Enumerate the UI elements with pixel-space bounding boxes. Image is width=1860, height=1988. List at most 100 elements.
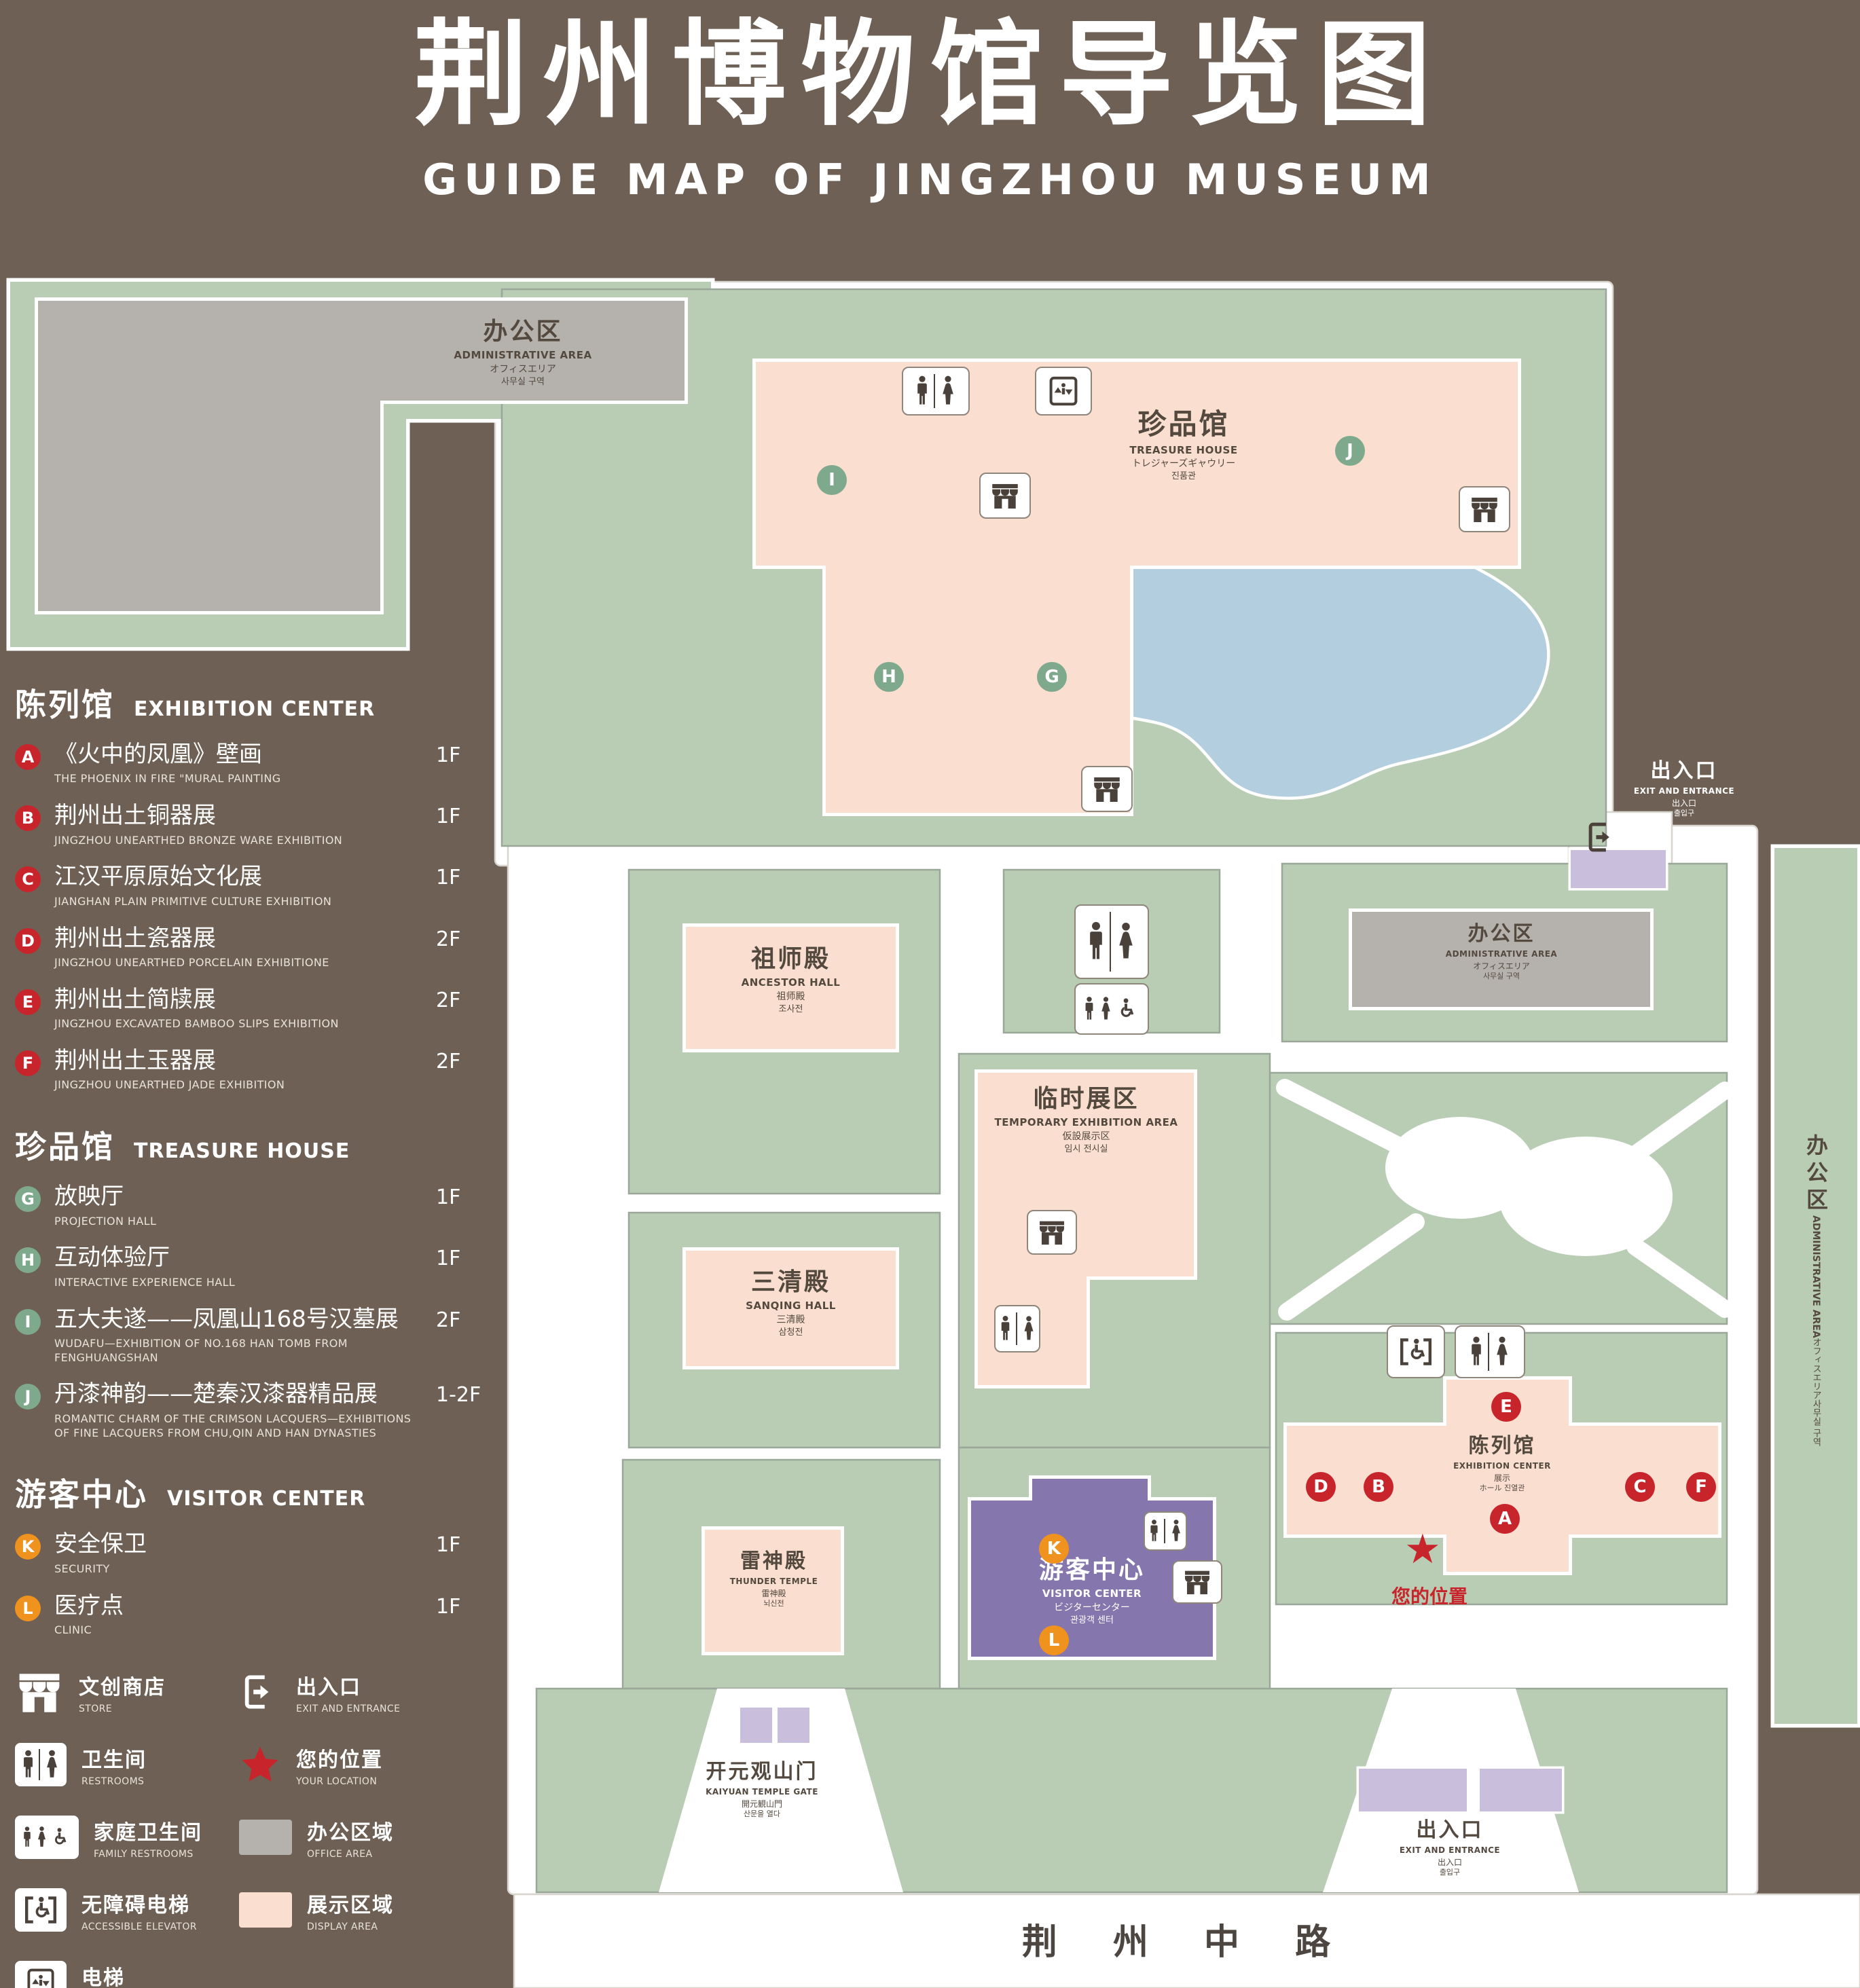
legend-item: D 荆州出土瓷器展 JINGZHOU UNEARTHED PORCELAIN E… [15, 924, 501, 970]
symbol-label-en: FAMILY RESTROOMS [94, 1848, 194, 1860]
man-icon [1150, 1520, 1158, 1541]
marker-I: I [817, 465, 847, 495]
item-letter-badge: B [15, 805, 41, 832]
symbol-label-zh: 展示区域 [307, 1893, 394, 1917]
section-title-en: TREASURE HOUSE [134, 1139, 350, 1164]
ancestor-hall-building [682, 923, 899, 1052]
item-name-en: JINGZHOU EXCAVATED BAMBOO SLIPS EXHIBITI… [54, 1017, 339, 1031]
item-letter-badge: A [15, 744, 41, 770]
treasure-house-building [752, 358, 1521, 816]
section-title-zh: 陈列馆 [15, 686, 115, 723]
item-letter-badge: K [15, 1534, 41, 1560]
display-area-swatch [239, 1892, 292, 1928]
item-name-zh: 《火中的凤凰》壁画 [54, 741, 262, 768]
section-title-en: EXHIBITION CENTER [134, 697, 376, 721]
man-icon [1090, 921, 1102, 959]
symbol-label-zh: 卫生间 [81, 1748, 147, 1772]
garden-path [1621, 1082, 1734, 1167]
exit-icon-top-right [1584, 819, 1620, 855]
item-floor: 1F [436, 1247, 461, 1271]
gate-kiosk-right [775, 1705, 812, 1746]
gate-opening [659, 1689, 903, 1892]
woman-icon [1101, 997, 1110, 1020]
garden-path [1626, 1238, 1734, 1318]
item-name-zh: 五大夫遂——凤凰山168号汉墓展 [54, 1305, 399, 1333]
location-star-icon [242, 1746, 278, 1782]
legend-item: B 荆州出土铜器展 JINGZHOU UNEARTHED BRONZE WARE… [15, 803, 501, 847]
divider [1163, 1519, 1165, 1543]
legend-item: K 安全保卫 SECURITY 1F [15, 1532, 501, 1576]
marker-J: J [1335, 436, 1365, 466]
item-name-en: INTERACTIVE EXPERIENCE HALL [54, 1275, 236, 1289]
item-letter-badge: C [15, 866, 41, 893]
item-letter-badge: E [15, 989, 41, 1015]
exit-building-bottom-b [1477, 1766, 1565, 1814]
item-name-en: JIANGHAN PLAIN PRIMITIVE CULTURE EXHIBIT… [54, 894, 332, 908]
symbol-label-en: DISPLAY AREA [307, 1921, 378, 1932]
label-admin-strip: 办公区 ADMINISTRATIVE AREA オフィスエリア 사무실 구역 [1803, 1133, 1829, 1447]
page-title: 荆州博物馆导览图 [414, 8, 1446, 141]
page-subtitle: GUIDE MAP OF JINGZHOU MUSEUM [422, 155, 1438, 204]
symbol-restrooms: 卫生间 RESTROOMS [15, 1743, 239, 1787]
accessible-elevator-icon [1397, 1336, 1435, 1368]
man-icon [1085, 997, 1093, 1020]
elevator-icon [1049, 376, 1078, 406]
item-name-en: WUDAFU—EXHIBITION OF NO.168 HAN TOMB FRO… [54, 1336, 348, 1364]
item-name-zh: 荆州出土瓷器展 [54, 924, 216, 952]
garden-pond-path [1499, 1137, 1673, 1256]
section-title-zh: 游客中心 [15, 1476, 148, 1513]
symbol-elevator: 电梯 Elevator [15, 1961, 239, 1988]
exit-building-top-right [1568, 847, 1668, 891]
store-box-visitor [1172, 1560, 1222, 1604]
item-floor: 2F [436, 1308, 461, 1332]
item-name-en: SECURITY [54, 1562, 110, 1575]
restroom-box-treasure [902, 367, 970, 416]
elevator-icon [27, 1969, 54, 1988]
symbol-accessible-elevator: 无障碍电梯 ACCESSIBLE ELEVATOR [15, 1888, 239, 1932]
legend-item: I 五大夫遂——凤凰山168号汉墓展 WUDAFU—EXHIBITION OF … [15, 1305, 501, 1365]
legend-section-exhibition-heading: 陈列馆 EXHIBITION CENTER [15, 680, 501, 725]
elevator-box-treasure [1035, 367, 1092, 416]
marker-E: E [1491, 1392, 1521, 1422]
item-name-zh: 荆州出土玉器展 [54, 1046, 216, 1074]
store-box-treasure-2 [1459, 486, 1510, 532]
legend-section-visitor-items: K 安全保卫 SECURITY 1F L 医疗点 CLINIC 1F [15, 1532, 501, 1637]
store-box-temporary [1027, 1210, 1077, 1255]
admin-building-right [1349, 908, 1654, 1010]
restroom-box-exhibition [1455, 1325, 1525, 1378]
symbol-label-en: YOUR LOCATION [296, 1775, 378, 1787]
man-icon [24, 1750, 33, 1778]
divider [1110, 912, 1111, 972]
store-icon [1094, 777, 1120, 802]
item-name-zh: 医疗点 [54, 1591, 124, 1619]
symbol-exit: 出入口 EXIT AND ENTRANCE [239, 1670, 501, 1714]
restroom-box-central [1074, 904, 1149, 979]
item-name-en: ROMANTIC CHARM OF THE CRIMSON LACQUERS—E… [54, 1412, 412, 1439]
marker-D: D [1306, 1472, 1336, 1502]
item-floor: 1-2F [436, 1383, 481, 1407]
item-name-en: JINGZHOU UNEARTHED JADE EXHIBITION [54, 1078, 285, 1092]
accessible-elevator-icon [22, 1894, 60, 1926]
symbol-label-zh: 电梯 [81, 1966, 125, 1988]
item-letter-badge: G [15, 1186, 41, 1213]
symbol-label-en: ACCESSIBLE ELEVATOR [81, 1921, 197, 1932]
symbol-label-zh: 您的位置 [296, 1748, 383, 1772]
symbol-label-en: RESTROOMS [81, 1775, 145, 1787]
sanqing-hall-building [682, 1247, 899, 1369]
symbol-label-en: EXIT AND ENTRANCE [296, 1703, 401, 1714]
symbol-office-area: 办公区域 OFFICE AREA [239, 1816, 501, 1860]
legend-section-treasure-items: G 放映厅 PROJECTION HALL 1F H 互动体验厅 INTERAC… [15, 1183, 501, 1440]
symbol-display-area: 展示区域 DISPLAY AREA [239, 1888, 501, 1932]
legend-item: A 《火中的凤凰》壁画 THE PHOENIX IN FIRE "MURAL P… [15, 741, 501, 786]
your-location-label: 您的位置 [1391, 1585, 1467, 1608]
item-floor: 2F [436, 927, 461, 951]
man-icon [1472, 1336, 1481, 1365]
wheelchair-icon [1120, 998, 1133, 1017]
